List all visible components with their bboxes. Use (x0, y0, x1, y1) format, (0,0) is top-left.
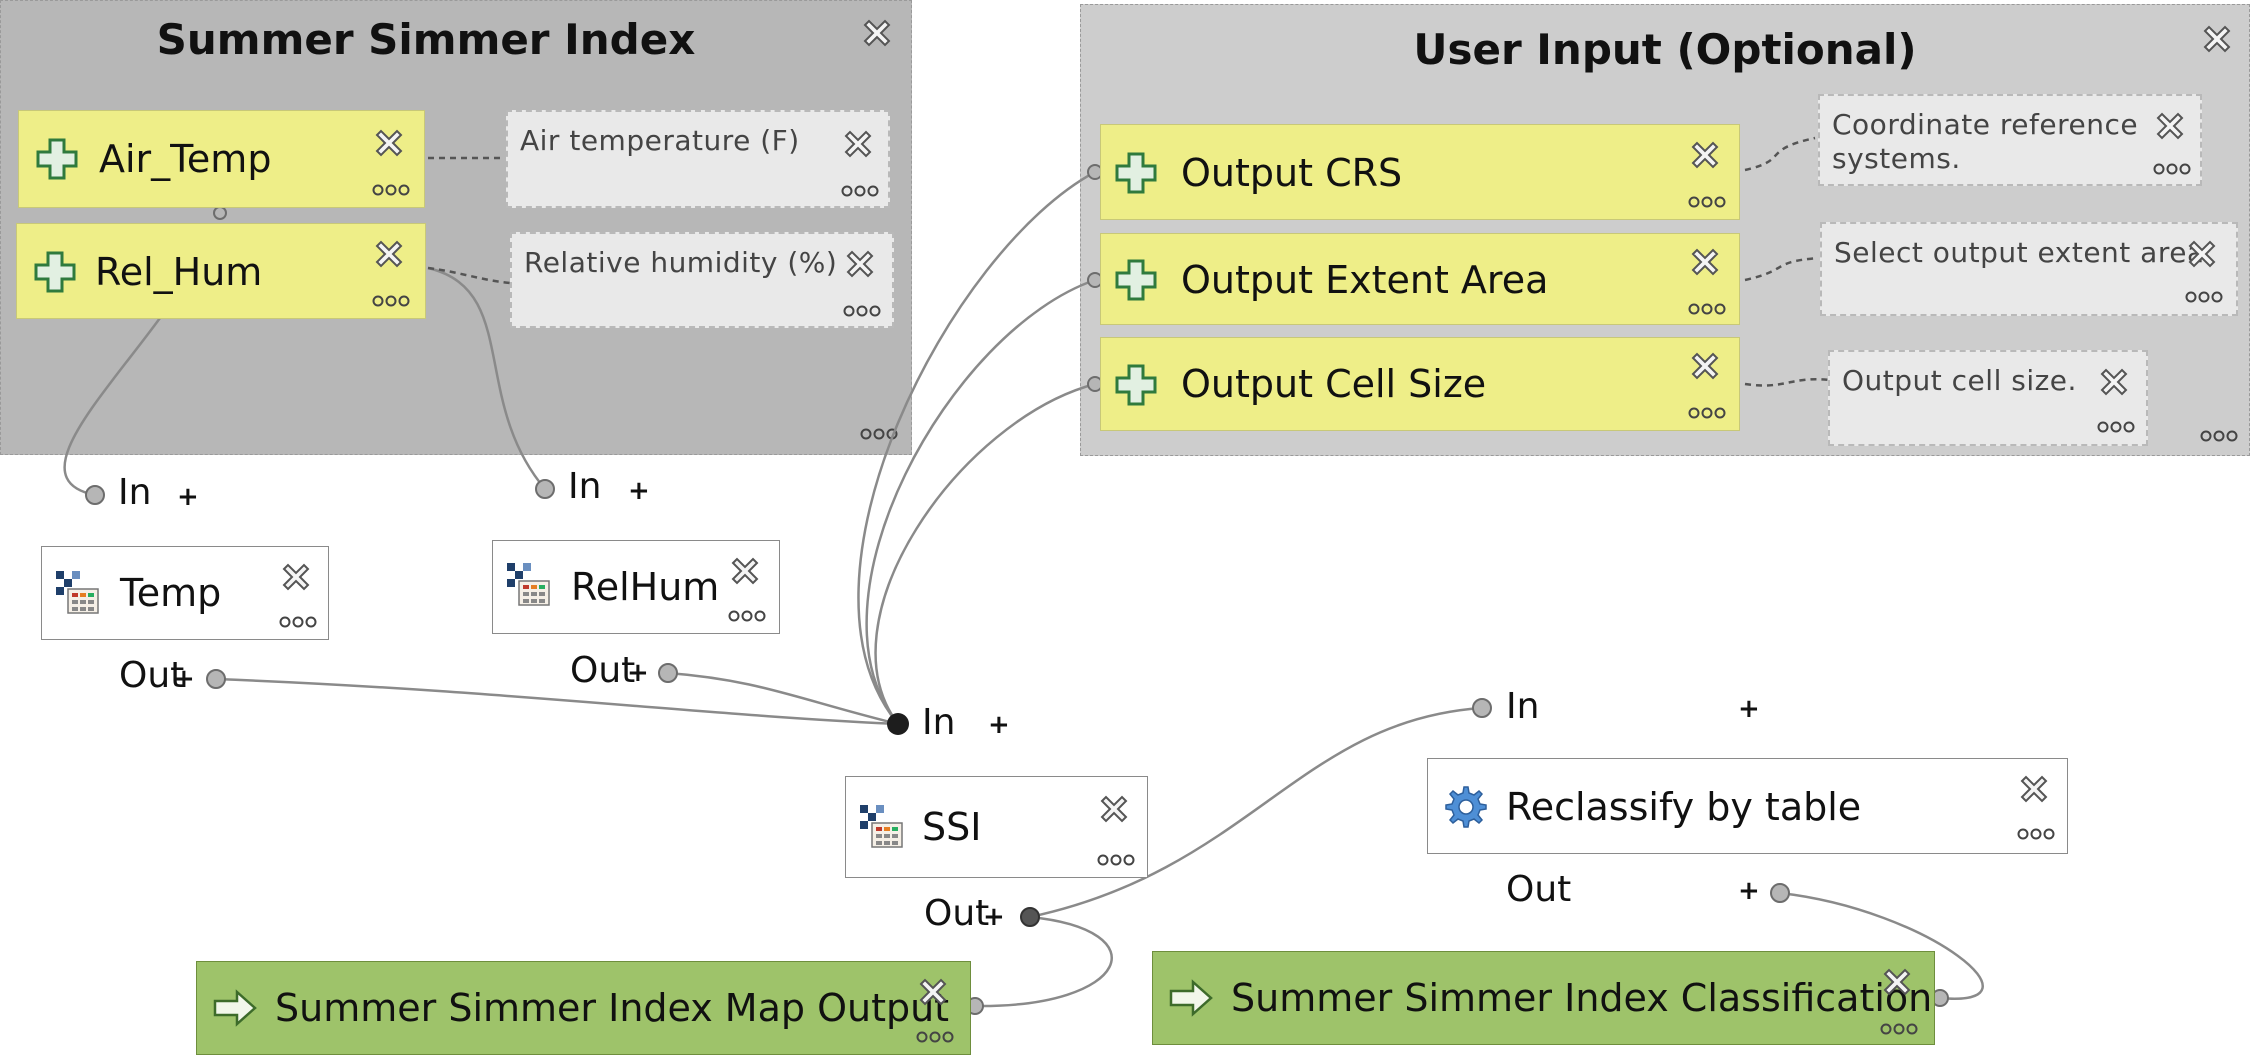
algorithm-ssi[interactable]: SSI (845, 776, 1148, 878)
comment-rel-hum[interactable]: Relative humidity (%) (510, 232, 894, 328)
output-label: Summer Simmer Index Classification (1231, 976, 1933, 1020)
more-dots-icon[interactable] (1687, 195, 1727, 209)
comment-cell-size[interactable]: Output cell size. (1828, 350, 2148, 446)
more-dots-icon[interactable] (1687, 302, 1727, 316)
comment-text: Select output extent area (1834, 236, 2205, 269)
port-out-ssi[interactable]: Out (924, 893, 990, 934)
algorithm-relhum[interactable]: RelHum (492, 540, 780, 634)
more-dots-icon[interactable] (840, 184, 880, 198)
comment-air-temp[interactable]: Air temperature (F) (506, 110, 890, 208)
gear-icon (1445, 786, 1487, 828)
add-output-button[interactable]: + (1738, 876, 1760, 906)
close-x-icon[interactable] (371, 125, 407, 161)
algorithm-label: Temp (120, 571, 222, 615)
group-close-icon[interactable] (859, 15, 895, 51)
more-dots-icon[interactable] (1687, 406, 1727, 420)
close-x-icon[interactable] (727, 553, 763, 589)
close-x-icon[interactable] (2096, 364, 2132, 400)
input-label: Output Extent Area (1181, 258, 1549, 302)
raster-calculator-icon (507, 563, 550, 606)
port-out-relhum[interactable]: Out (570, 650, 636, 691)
algorithm-temp[interactable]: Temp (41, 546, 329, 640)
input-rel-hum[interactable]: Rel_Hum (16, 223, 426, 319)
add-output-button[interactable]: + (173, 664, 195, 694)
plus-cross-icon (34, 251, 76, 293)
more-dots-icon[interactable] (2184, 290, 2224, 304)
input-label: Output Cell Size (1181, 362, 1487, 406)
port-out-reclass[interactable]: Out (1506, 869, 1572, 910)
group-close-icon[interactable] (2199, 21, 2235, 57)
group-title-user-input: User Input (Optional) (1413, 25, 1917, 74)
raster-calculator-icon (56, 571, 99, 614)
more-dots-icon[interactable] (278, 615, 318, 629)
close-x-icon[interactable] (278, 559, 314, 595)
more-dots-icon[interactable] (2016, 827, 2056, 841)
add-output-button[interactable]: + (627, 658, 649, 688)
close-x-icon[interactable] (2184, 236, 2220, 272)
close-x-icon[interactable] (915, 974, 951, 1010)
input-output-cell-size[interactable]: Output Cell Size (1100, 337, 1740, 431)
algorithm-label: Reclassify by table (1506, 785, 1862, 829)
more-dots-icon[interactable] (1879, 1022, 1919, 1036)
input-output-crs[interactable]: Output CRS (1100, 124, 1740, 220)
algorithm-label: RelHum (571, 565, 720, 609)
output-map[interactable]: Summer Simmer Index Map Output (196, 961, 971, 1055)
close-x-icon[interactable] (840, 126, 876, 162)
close-x-icon[interactable] (2016, 771, 2052, 807)
output-arrow-icon (213, 989, 257, 1027)
more-dots-icon[interactable] (371, 294, 411, 308)
add-input-button[interactable]: + (177, 482, 199, 512)
close-x-icon[interactable] (1096, 791, 1132, 827)
comment-text: Output cell size. (1842, 364, 2077, 397)
group-more-icon[interactable] (2199, 429, 2239, 443)
more-dots-icon[interactable] (371, 183, 411, 197)
output-classification[interactable]: Summer Simmer Index Classification (1152, 951, 1935, 1045)
more-dots-icon[interactable] (842, 304, 882, 318)
group-title-ssi: Summer Simmer Index (156, 15, 696, 64)
input-label: Air_Temp (99, 137, 272, 181)
plus-cross-icon (1115, 364, 1157, 406)
more-dots-icon[interactable] (2152, 162, 2192, 176)
comment-text: Coordinate reference (1832, 108, 2139, 141)
plus-cross-icon (1115, 152, 1157, 194)
input-label: Rel_Hum (95, 250, 263, 294)
more-dots-icon[interactable] (1096, 853, 1136, 867)
port-in-reclass[interactable]: In (1506, 686, 1540, 727)
comment-text: Relative humidity (%) (524, 246, 838, 279)
comment-crs[interactable]: Coordinate reference systems. (1818, 94, 2202, 186)
comment-extent[interactable]: Select output extent area (1820, 222, 2238, 316)
close-x-icon[interactable] (1687, 244, 1723, 280)
add-input-button[interactable]: + (988, 710, 1010, 740)
more-dots-icon[interactable] (915, 1030, 955, 1044)
more-dots-icon[interactable] (2096, 420, 2136, 434)
output-label: Summer Simmer Index Map Output (275, 986, 950, 1030)
port-in-ssi[interactable]: In (922, 702, 956, 743)
add-output-button[interactable]: + (983, 902, 1005, 932)
close-x-icon[interactable] (2152, 108, 2188, 144)
algorithm-label: SSI (922, 805, 982, 849)
input-air-temp[interactable]: Air_Temp (18, 110, 425, 208)
port-in-relhum[interactable]: In (568, 466, 602, 507)
algorithm-reclassify[interactable]: Reclassify by table (1427, 758, 2068, 854)
port-in-temp[interactable]: In (118, 472, 152, 513)
port-out-temp[interactable]: Out (119, 655, 185, 696)
comment-text: systems. (1832, 142, 1961, 175)
close-x-icon[interactable] (1687, 137, 1723, 173)
close-x-icon[interactable] (1879, 964, 1915, 1000)
plus-cross-icon (36, 138, 78, 180)
more-dots-icon[interactable] (727, 609, 767, 623)
add-input-button[interactable]: + (1738, 694, 1760, 724)
close-x-icon[interactable] (842, 246, 878, 282)
input-label: Output CRS (1181, 151, 1403, 195)
raster-calculator-icon (860, 805, 903, 848)
comment-text: Air temperature (F) (520, 124, 800, 157)
plus-cross-icon (1115, 259, 1157, 301)
add-input-button[interactable]: + (628, 476, 650, 506)
input-output-extent[interactable]: Output Extent Area (1100, 233, 1740, 325)
close-x-icon[interactable] (371, 236, 407, 272)
close-x-icon[interactable] (1687, 348, 1723, 384)
output-arrow-icon (1169, 979, 1213, 1017)
